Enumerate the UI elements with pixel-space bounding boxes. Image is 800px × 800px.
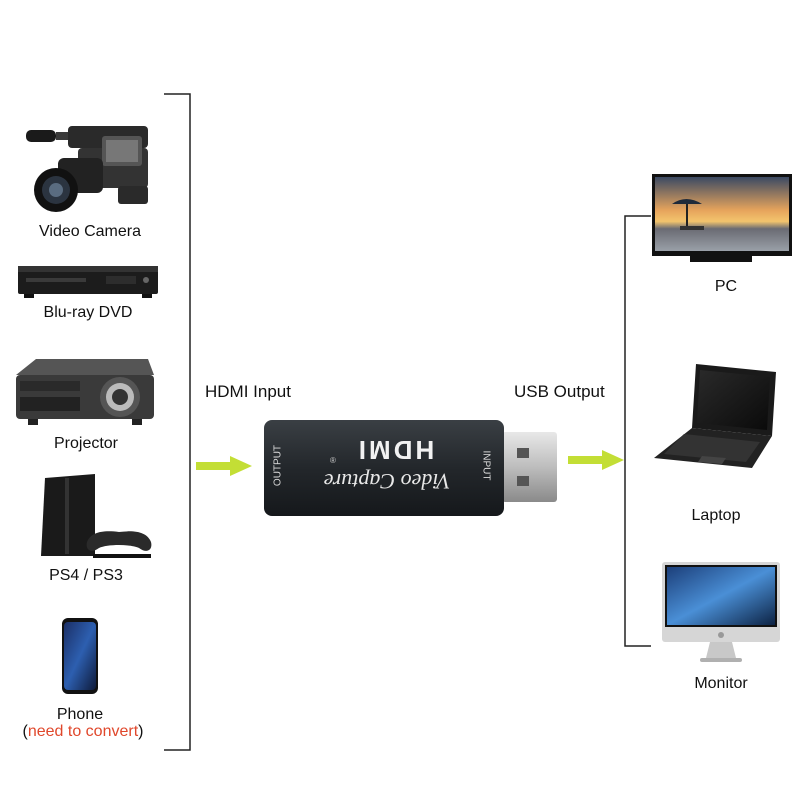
usb-output-label: USB Output	[514, 382, 605, 401]
pc-monitor-icon	[652, 174, 792, 262]
source-bracket	[164, 93, 191, 751]
output-arrow-icon	[568, 450, 624, 470]
input-port-label: INPUT	[480, 450, 492, 481]
laptop-icon	[654, 364, 776, 468]
phone-note-open: (	[22, 723, 28, 740]
pc-label: PC	[714, 278, 738, 295]
ps-label: PS4 / PS3	[49, 567, 123, 584]
phone-note-close: )	[138, 723, 144, 740]
output-port-label: OUTPUT	[272, 444, 284, 487]
projector-label: Projector	[53, 435, 119, 452]
phone-note-text: need to convert	[27, 723, 139, 740]
video-camera-label: Video Camera	[39, 223, 141, 240]
smartphone-icon	[62, 618, 98, 694]
input-arrow-icon	[196, 456, 252, 476]
target-bracket	[624, 215, 651, 647]
imac-monitor-icon	[662, 562, 780, 662]
device-brand-text: HDMI	[355, 435, 435, 465]
monitor-label: Monitor	[694, 675, 748, 692]
device-name-text: Video Capture	[323, 469, 451, 494]
projector-icon	[16, 359, 154, 425]
ps4-console-icon	[41, 474, 152, 558]
phone-note: (need to convert)	[8, 723, 158, 741]
registered-mark: ®	[330, 456, 336, 465]
bluray-label: Blu-ray DVD	[43, 304, 133, 321]
video-camera-icon	[26, 126, 148, 212]
hdmi-input-label: HDMI Input	[205, 382, 291, 401]
phone-label: Phone	[56, 706, 104, 723]
laptop-label: Laptop	[691, 507, 741, 524]
bluray-player-icon	[18, 266, 158, 298]
hdmi-capture-device	[264, 420, 557, 516]
capture-device-text: HDMI Video Capture OUTPUT INPUT ®	[262, 418, 502, 518]
